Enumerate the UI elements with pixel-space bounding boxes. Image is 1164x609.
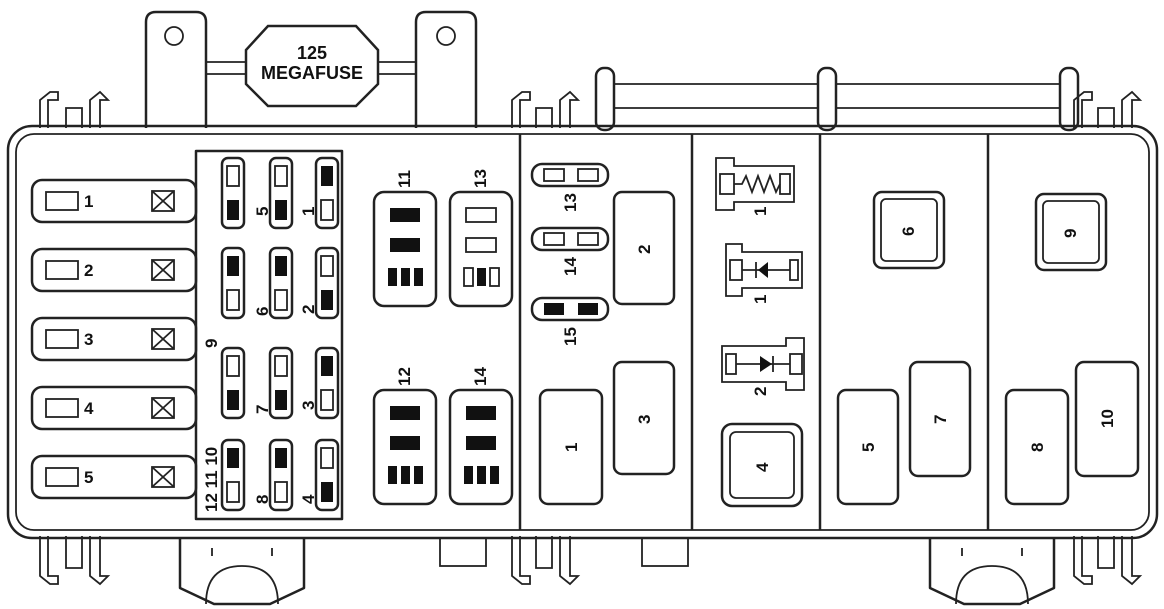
relay-11-label: 11 (395, 170, 414, 188)
megafuse-label: MEGAFUSE (261, 63, 363, 83)
relay-s5-10: 10 (1074, 360, 1140, 478)
relay-s5-9-label: 9 (1061, 229, 1080, 238)
maxi-fuse-1-label: 1 (84, 192, 93, 211)
relay-s4-6: 6 (872, 190, 946, 270)
relay-s4-7: 7 (908, 360, 972, 478)
relay-13-label: 13 (471, 169, 490, 188)
resistor-component: 1 (715, 157, 795, 216)
megafuse-assembly: 125 MEGAFUSE (144, 10, 478, 128)
diode-2: 2 (721, 337, 805, 396)
relay-s4-6-label: 6 (899, 227, 918, 236)
mini-fuse-4-label: 4 (299, 494, 318, 504)
mini-fuse-1-label: 1 (299, 207, 318, 216)
bottom-mounts (178, 537, 1056, 606)
diode-1-label: 1 (751, 295, 770, 304)
relay-13: 13 (448, 169, 514, 308)
mini-fuse-5-label: 5 (253, 207, 272, 216)
fuse-box-housing (6, 124, 1159, 540)
small-fuse-14-label: 14 (561, 257, 580, 276)
mini-fuse-3-label: 3 (299, 401, 318, 410)
mini-fuse-6-label: 6 (253, 307, 272, 316)
relay-s4-5-label: 5 (859, 443, 878, 452)
small-fuse-15-label: 15 (561, 327, 580, 346)
mini-fuse-8-label: 8 (253, 495, 272, 504)
maxi-fuse-3-label: 3 (84, 330, 93, 349)
diode-1: 1 (725, 243, 803, 304)
mini-fuse-12-11-10-label: 12 11 10 (202, 447, 221, 512)
small-fuse-13: 13 (530, 162, 610, 212)
small-fuse-13-label: 13 (561, 193, 580, 212)
mini-fuse-9-label: 9 (202, 339, 221, 348)
maxi-fuse-2: 2 (30, 247, 198, 293)
relay-s2-3-label: 3 (635, 415, 654, 424)
megafuse-rating: 125 (297, 43, 327, 63)
resistor-label: 1 (751, 207, 770, 216)
fuse-box-inner-wall (15, 133, 1150, 531)
mini-fuse-block: 9 12 11 10 5 6 7 8 1 2 3 4 (194, 149, 344, 521)
relay-s4-5: 5 (836, 388, 900, 506)
relay-s5-9: 9 (1034, 192, 1108, 272)
small-fuse-14: 14 (530, 226, 610, 276)
maxi-fuse-5-label: 5 (84, 468, 93, 487)
diode-2-label: 2 (751, 387, 770, 396)
relay-11: 11 (372, 170, 438, 308)
small-fuse-15: 15 (530, 296, 610, 346)
maxi-fuse-3: 3 (30, 316, 198, 362)
relay-12: 12 (372, 367, 438, 506)
mini-fuse-2-label: 2 (299, 305, 318, 314)
relay-14: 14 (448, 367, 514, 506)
relay-s5-8-label: 8 (1028, 443, 1047, 452)
relay-s2-3: 3 (612, 360, 676, 476)
relay-s4-7-label: 7 (931, 415, 950, 424)
housing-clips (39, 90, 1143, 586)
maxi-fuse-4: 4 (30, 385, 198, 431)
maxi-fuse-2-label: 2 (84, 261, 93, 280)
relay-12-label: 12 (395, 367, 414, 386)
maxi-fuse-1: 1 (30, 178, 198, 224)
relay-s2-1-label: 1 (562, 443, 581, 452)
mini-fuse-7-label: 7 (253, 405, 272, 414)
top-rail (594, 66, 1080, 132)
relay-s5-10-label: 10 (1098, 409, 1117, 428)
relay-s3-4: 4 (720, 422, 804, 508)
relay-14-label: 14 (471, 367, 490, 386)
relay-s5-8: 8 (1004, 388, 1070, 506)
maxi-fuse-4-label: 4 (84, 399, 94, 418)
relay-s2-2-label: 2 (635, 245, 654, 254)
relay-s3-4-label: 4 (753, 462, 772, 472)
relay-s2-2: 2 (612, 190, 676, 306)
relay-s2-1: 1 (538, 388, 604, 506)
maxi-fuse-5: 5 (30, 454, 198, 500)
